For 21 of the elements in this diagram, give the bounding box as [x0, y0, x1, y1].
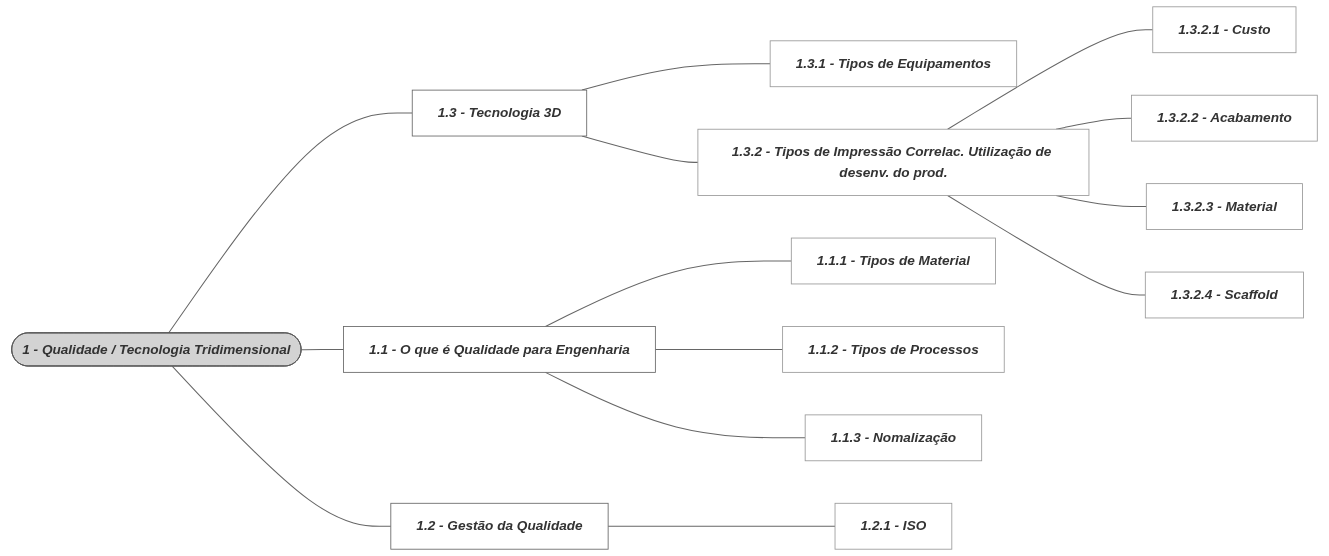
connector: [171, 365, 392, 527]
connector: [544, 260, 792, 327]
node-box: 1.1 - O que é Qualidade para Engenharia: [343, 326, 656, 373]
node-box: 1.2 - Gestão da Qualidade: [390, 502, 609, 550]
node-box: 1.3.2.4 - Scaffold: [1144, 271, 1304, 319]
connector: [947, 195, 1146, 296]
node-box: 1.3.2 - Tipos de Impressão Correlac. Utilização de desenv. do prod.: [697, 128, 1090, 196]
node-box: 1.1.1 - Tipos de Material: [790, 237, 996, 285]
connector: [654, 348, 784, 350]
node-box: 1.3 - Tecnologia 3D: [411, 89, 588, 137]
node-box: 1.3.2.2 - Acabamento: [1131, 94, 1318, 142]
node-box: 1.3.2.3 - Material: [1145, 183, 1303, 230]
node-box: 1.3.2.1 - Custo: [1152, 6, 1297, 54]
connector: [167, 112, 413, 334]
connector: [301, 348, 345, 351]
node-box: 1.1.2 - Tipos de Processos: [782, 326, 1005, 373]
node-box: 1.1.3 - Nomalização: [804, 414, 983, 462]
connector: [947, 29, 1154, 130]
connector: [607, 525, 836, 527]
node-box: 1.3.1 - Tipos de Equipamentos: [769, 40, 1018, 88]
node-box: 1.2.1 - ISO: [834, 502, 953, 550]
